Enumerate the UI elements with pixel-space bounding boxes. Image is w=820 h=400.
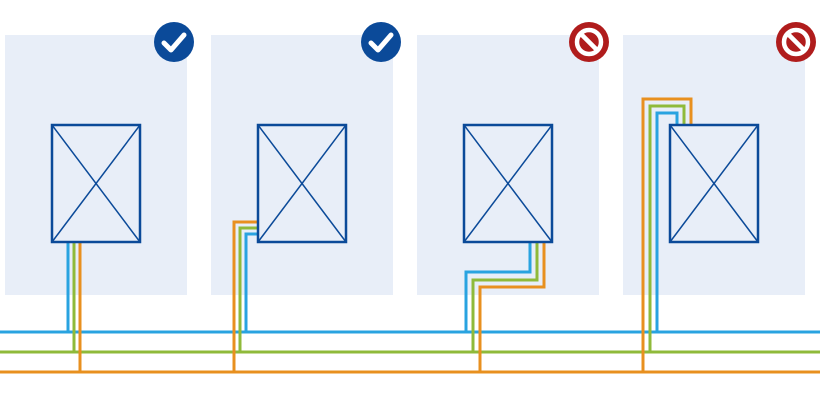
device-2 bbox=[256, 123, 348, 244]
panel-background-3 bbox=[417, 35, 599, 295]
no-entry-icon bbox=[776, 22, 816, 62]
device-1 bbox=[50, 123, 142, 244]
bus-lines bbox=[0, 330, 820, 374]
panel-background-4 bbox=[623, 35, 805, 295]
device-4 bbox=[668, 123, 760, 244]
cable-route-3 bbox=[464, 242, 546, 372]
check-circle-icon bbox=[154, 22, 194, 62]
no-entry-icon bbox=[569, 22, 609, 62]
check-circle-icon bbox=[361, 22, 401, 62]
panel-background-1 bbox=[5, 35, 187, 295]
cable-route-1 bbox=[66, 242, 82, 372]
cable-route-4 bbox=[641, 97, 693, 372]
cable-route-2 bbox=[232, 220, 258, 372]
device-3 bbox=[462, 123, 554, 244]
panel-background-2 bbox=[211, 35, 393, 295]
